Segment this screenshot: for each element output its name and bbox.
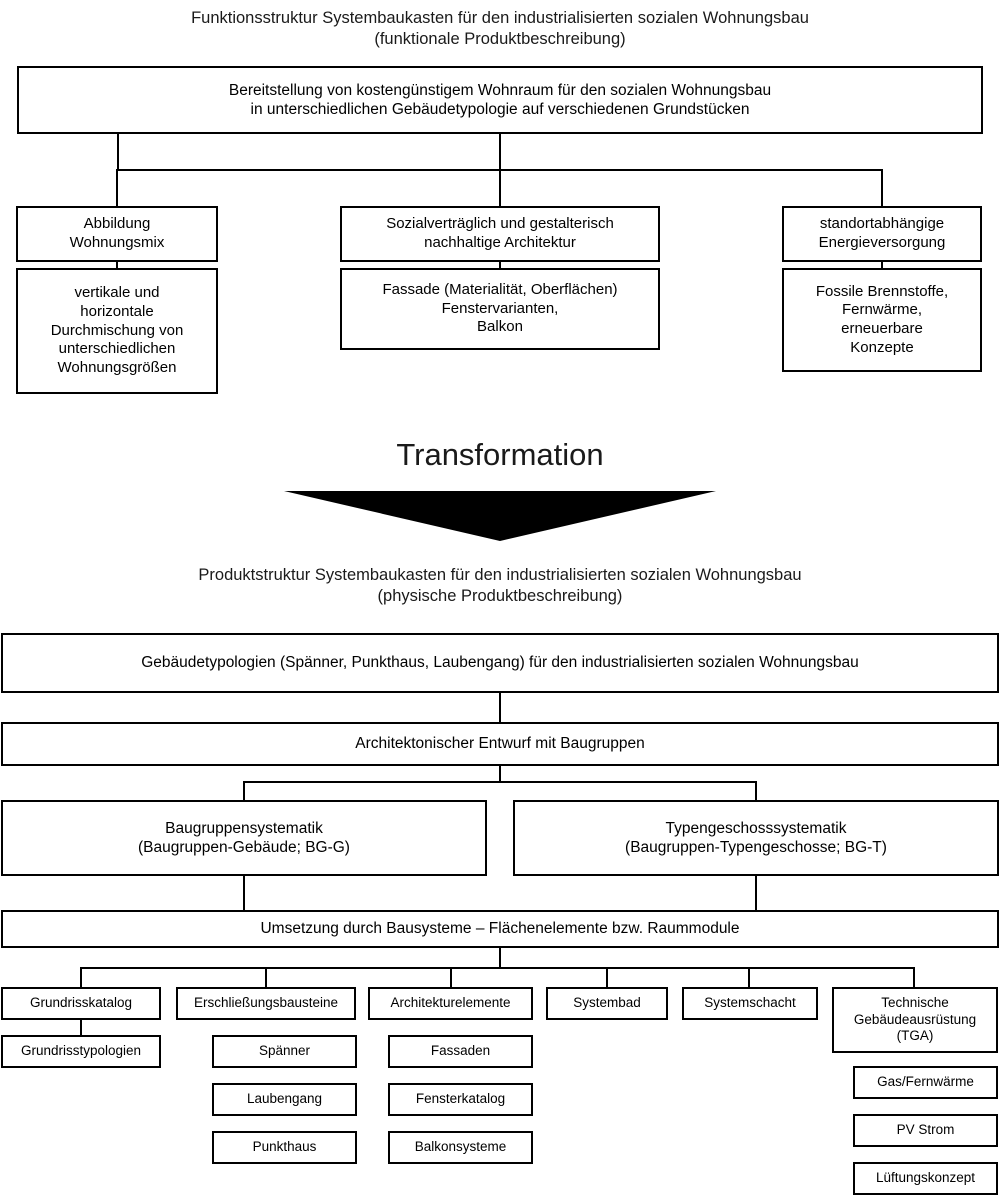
level5-head-1: Grundrisskatalog	[1, 987, 161, 1020]
connector-level3-drop-right	[755, 781, 757, 801]
level5-child-3-1: Fassaden	[388, 1035, 533, 1068]
level5-child-2-3: Punkthaus	[212, 1131, 357, 1164]
connector-level3-drop-left	[243, 781, 245, 801]
top-branch-head-1: Abbildung Wohnungsmix	[16, 206, 218, 262]
top-branch-detail-1: vertikale und horizontale Durchmischung …	[16, 268, 218, 394]
connector-branch2-head-to-detail	[499, 261, 501, 270]
connector-level3-1-to-level4	[243, 876, 245, 911]
bottom-section-title: Produktstruktur Systembaukasten für den …	[198, 566, 802, 606]
connector-branch-drop-3	[881, 169, 883, 206]
bottom-level3-box-2: Typengeschosssystematik (Baugruppen-Type…	[513, 800, 999, 876]
top-root-box: Bereitstellung von kostengünstigem Wohnr…	[17, 66, 983, 134]
connector-level5-drop-3	[450, 967, 452, 989]
connector-level5-bus	[80, 967, 915, 969]
level5-head-6: Technische Gebäudeausrüstung (TGA)	[832, 987, 998, 1053]
connector-branch3-head-to-detail	[881, 261, 883, 270]
top-branch-detail-2: Fassade (Materialität, Oberflächen) Fens…	[340, 268, 660, 350]
connector-root-center-drop	[499, 134, 501, 206]
top-branch-head-2: Sozialverträglich und gestalterisch nach…	[340, 206, 660, 262]
connector-branch1-head-to-detail	[116, 261, 118, 270]
bottom-level3-box-1: Baugruppensystematik (Baugruppen-Gebäude…	[1, 800, 487, 876]
transformation-arrow-icon	[284, 491, 716, 541]
top-branch-head-3: standortabhängige Energieversorgung	[782, 206, 982, 262]
connector-level3-2-to-level4	[755, 876, 757, 911]
connector-level5-drop-1	[80, 967, 82, 989]
transformation-label: Transformation	[396, 437, 604, 472]
level5-head-2: Erschließungsbausteine	[176, 987, 356, 1020]
connector-level5-drop-2	[265, 967, 267, 989]
connector-level5-drop-5	[748, 967, 750, 989]
level5-child-2-2: Laubengang	[212, 1083, 357, 1116]
top-branch-detail-3: Fossile Brennstoffe, Fernwärme, erneuerb…	[782, 268, 982, 372]
connector-branch-drop-1	[116, 169, 118, 206]
level5-child-3-3: Balkonsysteme	[388, 1131, 533, 1164]
connector-level4-stub	[499, 948, 501, 969]
level5-child-1-1: Grundrisstypologien	[1, 1035, 161, 1068]
connector-level5-drop-6	[913, 967, 915, 989]
connector-level2-stub	[499, 766, 501, 782]
connector-level5-drop-4	[606, 967, 608, 989]
connector-level3-bus	[243, 781, 757, 783]
level5-head-4: Systembad	[546, 987, 668, 1020]
level5-child-6-1: Gas/Fernwärme	[853, 1066, 998, 1099]
top-section-title: Funktionsstruktur Systembaukasten für de…	[191, 9, 809, 49]
level5-child-6-2: PV Strom	[853, 1114, 998, 1147]
level5-child-3-2: Fensterkatalog	[388, 1083, 533, 1116]
bottom-level4-box: Umsetzung durch Bausysteme – Flächenelem…	[1, 910, 999, 948]
connector-col1-head-to-child1	[80, 1019, 82, 1036]
connector-level1-to-level2	[499, 693, 501, 722]
level5-child-6-3: Lüftungskonzept	[853, 1162, 998, 1195]
level5-head-5: Systemschacht	[682, 987, 818, 1020]
level5-child-2-1: Spänner	[212, 1035, 357, 1068]
bottom-level1-box: Gebäudetypologien (Spänner, Punkthaus, L…	[1, 633, 999, 693]
level5-head-3: Architekturelemente	[368, 987, 533, 1020]
bottom-level2-box: Architektonischer Entwurf mit Baugruppen	[1, 722, 999, 766]
connector-root-stub	[117, 134, 119, 170]
